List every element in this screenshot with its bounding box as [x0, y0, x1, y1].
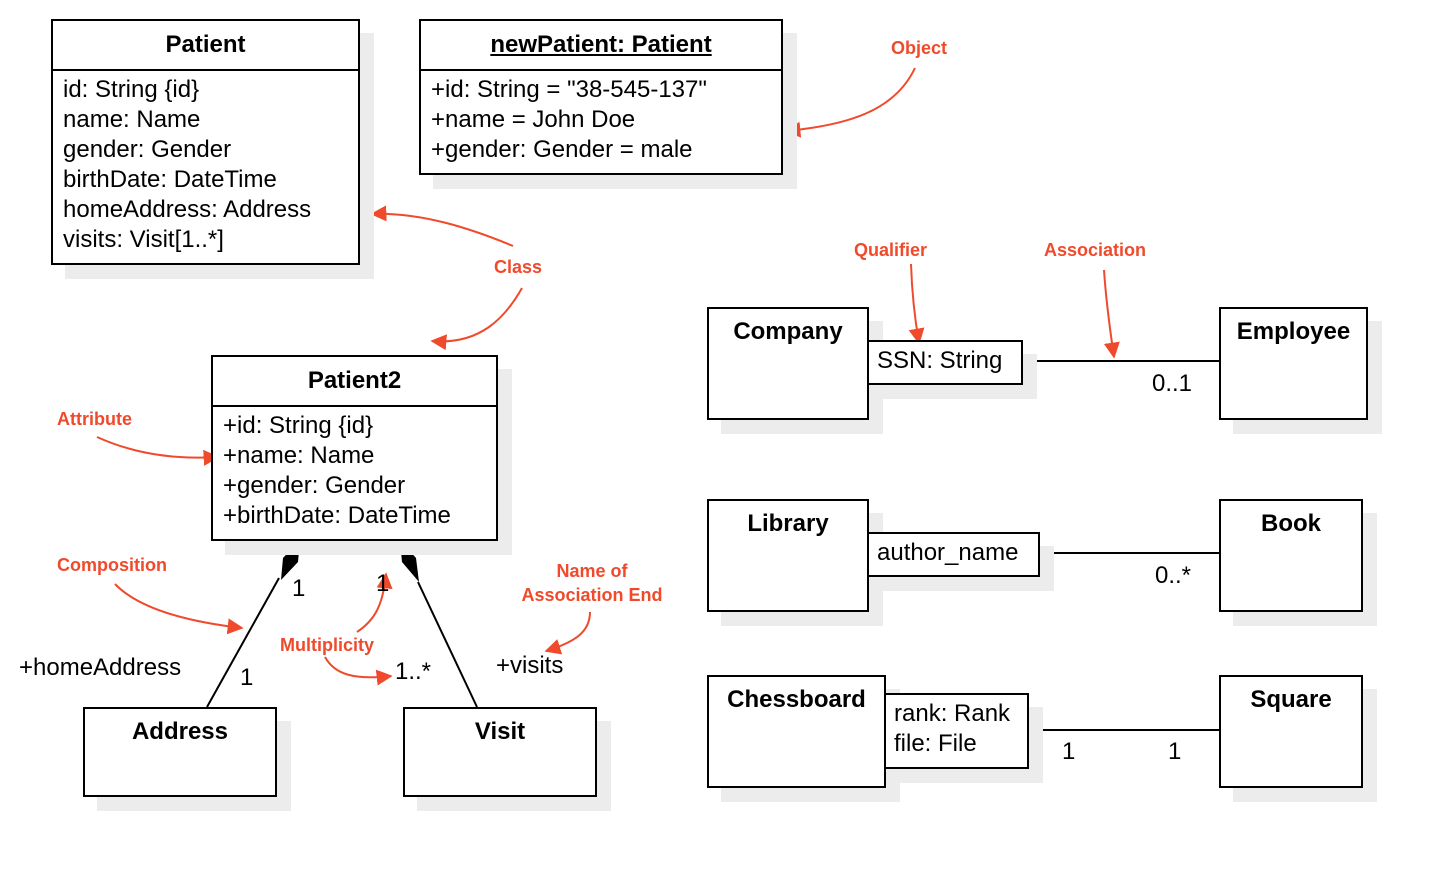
attribute: +birthDate: DateTime: [223, 502, 451, 529]
qualifier-chessboard[interactable]: rank: Rank file: File: [884, 693, 1029, 769]
class-employee[interactable]: Employee: [1219, 307, 1368, 420]
multiplicity-arrow-up: [356, 572, 393, 633]
object-new-patient[interactable]: newPatient: Patient +id: String = "38-54…: [419, 19, 783, 175]
multiplicity-label: 1: [376, 570, 390, 597]
class-patient-name: Patient: [53, 21, 358, 71]
attribute: gender: Gender: [63, 136, 232, 163]
annotation-qualifier: Qualifier: [854, 240, 928, 260]
class-patient2[interactable]: Patient2 +id: String {id} +name: Name +g…: [211, 355, 498, 541]
attribute: homeAddress: Address: [63, 196, 312, 223]
composition-line-visit: [417, 581, 478, 708]
class-visit[interactable]: Visit: [403, 707, 597, 797]
qualifier-arrow: [908, 263, 925, 345]
composition-line-address: [206, 577, 280, 708]
class-employee-name: Employee: [1236, 318, 1351, 345]
attribute: visits: Visit[1..*]: [63, 226, 224, 253]
class-library[interactable]: Library: [707, 499, 869, 612]
composition-arrow: [114, 583, 244, 635]
class-patient[interactable]: Patient id: String {id} name: Name gende…: [51, 19, 360, 265]
composition-diamond-visit: [400, 540, 419, 582]
class-patient2-attributes: +id: String {id} +name: Name +gender: Ge…: [213, 407, 496, 535]
qualifier-attribute: author_name: [877, 539, 1019, 566]
role-name-label: +homeAddress: [19, 654, 182, 681]
composition-diamond-address: [281, 540, 300, 580]
slot: +name = John Doe: [431, 106, 636, 133]
class-arrow-bottom: [430, 287, 523, 351]
attribute: id: String {id}: [63, 76, 200, 103]
object-new-patient-slots: +id: String = "38-545-137" +name = John …: [421, 71, 781, 169]
annotation-attribute: Attribute: [57, 409, 132, 429]
qualifier-attribute: file: File: [894, 730, 977, 757]
class-library-name: Library: [747, 510, 829, 537]
annotation-association-end-line1: Name of: [556, 561, 628, 581]
multiplicity-label: 1: [292, 575, 306, 602]
class-company[interactable]: Company: [707, 307, 869, 420]
class-square-name: Square: [1250, 686, 1332, 713]
qualifier-attribute: SSN: String: [877, 347, 1003, 374]
multiplicity-label: 0..*: [1155, 562, 1192, 589]
role-name-label: +visits: [496, 652, 564, 679]
qualifier-company[interactable]: SSN: String: [867, 340, 1023, 385]
slot: +id: String = "38-545-137": [431, 76, 707, 103]
attribute: +id: String {id}: [223, 412, 374, 439]
attribute: +gender: Gender: [223, 472, 406, 499]
multiplicity-label: 1..*: [395, 658, 432, 685]
class-book-name: Book: [1261, 510, 1321, 537]
multiplicity-arrow-right: [324, 656, 393, 686]
annotation-class: Class: [494, 257, 543, 277]
class-address-name: Address: [131, 718, 229, 745]
attribute: name: Name: [63, 106, 201, 133]
annotation-association-end: Name of Association End: [513, 559, 671, 607]
class-visit-name: Visit: [474, 718, 526, 745]
annotation-object: Object: [891, 38, 948, 58]
object-new-patient-name: newPatient: Patient: [421, 21, 781, 71]
qualifier-library[interactable]: author_name: [867, 532, 1040, 577]
attribute: birthDate: DateTime: [63, 166, 277, 193]
object-arrow: [784, 67, 916, 138]
multiplicity-label: 0..1: [1152, 370, 1193, 397]
multiplicity-label: 1: [1168, 738, 1182, 765]
class-book[interactable]: Book: [1219, 499, 1363, 612]
association-end-arrow: [544, 611, 591, 655]
class-square[interactable]: Square: [1219, 675, 1363, 788]
class-company-name: Company: [733, 318, 843, 345]
attribute: +name: Name: [223, 442, 375, 469]
class-patient-attributes: id: String {id} name: Name gender: Gende…: [53, 71, 358, 259]
multiplicity-label: 1: [240, 664, 254, 691]
annotation-multiplicity: Multiplicity: [280, 635, 374, 655]
qualifier-attribute: rank: Rank: [894, 700, 1011, 727]
class-arrow-top: [370, 205, 514, 247]
annotation-association-end-line2: Association End: [521, 585, 663, 605]
multiplicity-label: 1: [1062, 738, 1076, 765]
class-patient2-name: Patient2: [213, 357, 496, 407]
slot: +gender: Gender = male: [431, 136, 693, 163]
class-address[interactable]: Address: [83, 707, 277, 797]
annotation-association: Association: [1044, 240, 1147, 260]
class-chessboard-name: Chessboard: [727, 686, 866, 713]
attribute-arrow: [96, 436, 220, 466]
association-arrow: [1103, 269, 1120, 359]
class-chessboard[interactable]: Chessboard: [707, 675, 886, 788]
annotation-composition: Composition: [57, 555, 167, 575]
